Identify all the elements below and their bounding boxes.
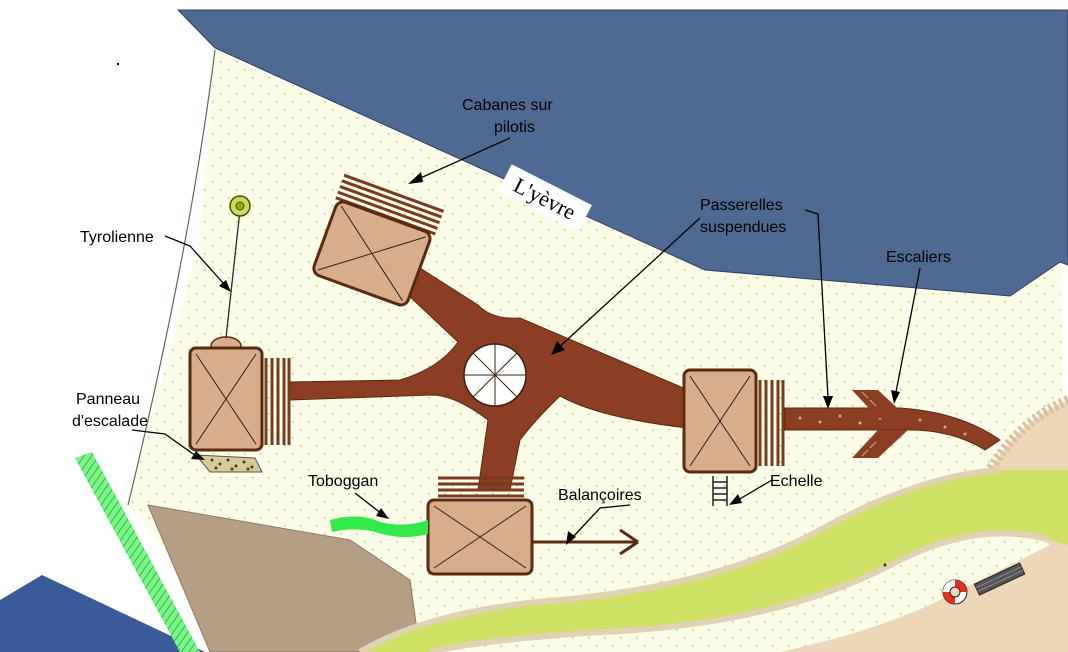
label-panneau-line2: d'escalade — [72, 413, 148, 430]
zipline — [225, 195, 251, 339]
leader-passerelles-right — [804, 209, 829, 399]
arrow-cabanes — [408, 172, 423, 184]
ladder — [712, 476, 728, 506]
arrow-echelle — [729, 494, 742, 505]
stairs-icon — [852, 390, 908, 458]
arrow-tyrolienne — [219, 280, 231, 292]
leader-passerelles — [555, 217, 701, 351]
hedge-strip — [75, 452, 200, 652]
arrow-passerelles — [551, 341, 565, 355]
green-path-edge — [358, 467, 1001, 652]
hut-left — [188, 336, 291, 452]
label-toboggan: Toboggan — [308, 473, 378, 490]
central-rosette — [463, 343, 527, 407]
walkway-to-stairs — [784, 407, 1001, 451]
leader-panneau — [131, 429, 197, 457]
label-passerelles-line1: Passerelles — [700, 197, 783, 214]
swings — [532, 528, 639, 556]
stray-dot-2 — [883, 563, 887, 567]
leader-echelle — [737, 479, 773, 501]
label-cabanes-line1: Cabanes sur — [462, 97, 553, 114]
hut-right — [682, 368, 785, 474]
hut-bottom — [426, 476, 534, 576]
bench-icon — [973, 562, 1026, 596]
label-cabanes-line2: pilotis — [494, 119, 535, 136]
leader-toboggan — [354, 492, 383, 515]
label-passerelles-line2: suspendues — [700, 219, 786, 236]
leader-escaliers — [895, 267, 921, 393]
arrow-panneau — [191, 451, 205, 460]
leader-tyrolienne — [164, 235, 225, 285]
arrow-passerelles-right — [823, 396, 833, 409]
leader-cabanes — [415, 137, 511, 181]
label-echelle: Echelle — [770, 473, 823, 490]
slide-shape — [330, 516, 428, 537]
river-bottom-left — [0, 575, 205, 652]
ramp-area — [147, 504, 421, 652]
arrow-toboggan — [376, 508, 389, 519]
boundary-line — [127, 49, 216, 506]
hut-top — [312, 173, 445, 307]
leader-balancoires — [571, 504, 631, 539]
label-tyrolienne: Tyrolienne — [80, 229, 154, 246]
stray-dot — [116, 62, 120, 66]
climbing-panel — [194, 454, 263, 473]
lifebuoy-icon — [942, 579, 968, 605]
green-path-edge-lower — [429, 530, 1051, 652]
green-path — [360, 470, 1068, 652]
label-escaliers: Escaliers — [886, 249, 951, 266]
label-balancoires: Balançoires — [558, 487, 642, 504]
label-panneau-line1: Panneau — [76, 391, 140, 408]
river-yevre — [176, 9, 1068, 297]
arrow-escaliers — [891, 390, 900, 404]
labels: Cabanes sur pilotis Passerelles suspendu… — [72, 97, 951, 545]
arrow-balancoires — [566, 531, 576, 545]
